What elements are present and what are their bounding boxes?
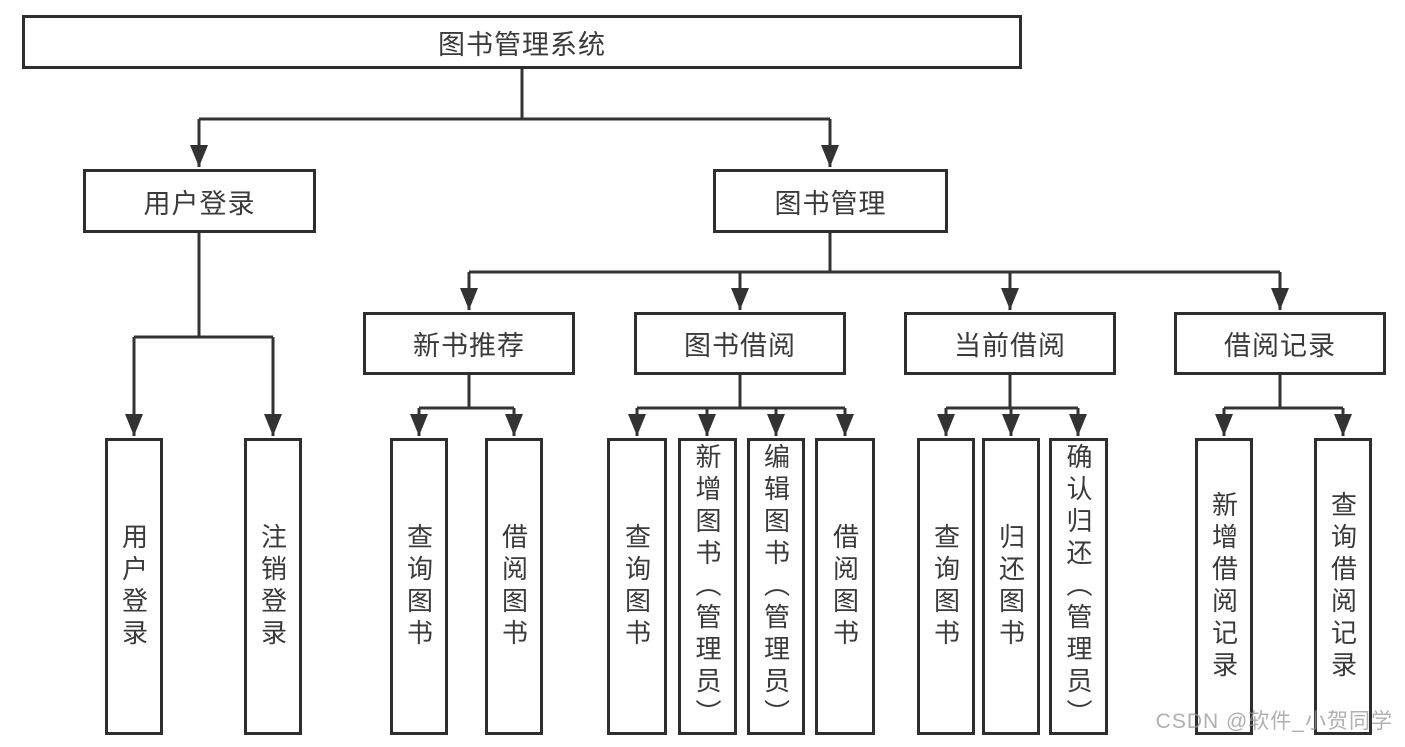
leaf-user-login: 用户登录 [105,438,163,735]
leaf-query-books-current: 查询图书 [917,438,975,735]
leaf-logout: 注销登录 [244,438,302,735]
connector-new-book-recommend [410,375,523,436]
leaf-edit-book-admin: 编辑图书（管理员） [747,438,805,735]
leaf-label: 查询图书 [930,522,961,651]
leaf-borrow-books: 借阅图书 [815,438,875,735]
node-book-borrow: 图书借阅 [634,312,846,375]
leaf-label: 借阅图书 [829,522,860,651]
leaf-label: 查询图书 [621,522,652,651]
connector-book-management [460,233,1289,310]
node-borrow-records: 借阅记录 [1174,312,1386,375]
leaf-label: 归还图书 [995,522,1026,651]
leaf-label: 确认归还（管理员） [1063,442,1093,731]
leaf-add-borrow-record: 新增借阅记录 [1195,438,1253,735]
leaf-add-book-admin: 新增图书（管理员） [678,438,737,735]
csdn-watermark: CSDN @软件_小贺同学 [1155,710,1393,733]
leaf-label: 编辑图书（管理员） [760,442,791,731]
leaf-label: 新增图书（管理员） [692,442,722,731]
leaf-label: 用户登录 [118,522,149,651]
node-new-book-recommend: 新书推荐 [363,312,575,375]
leaf-label: 新增借阅记录 [1208,490,1239,683]
connector-user-login [125,233,282,436]
node-label: 用户登录 [143,188,256,219]
connector-current-borrow [937,375,1087,436]
node-label: 图书管理 [774,188,887,219]
leaf-query-books-recommend: 查询图书 [390,438,448,735]
leaf-label: 查询借阅记录 [1327,490,1358,683]
node-book-management-branch: 图书管理 [713,169,948,233]
node-current-borrow: 当前借阅 [904,312,1116,375]
connector-borrow-records [1215,375,1352,436]
leaf-confirm-return-admin: 确认归还（管理员） [1049,438,1108,735]
node-label: 图书借阅 [684,331,796,361]
leaf-query-borrow-record: 查询借阅记录 [1314,438,1372,735]
leaf-label: 借阅图书 [498,522,529,651]
leaf-borrow-books-recommend: 借阅图书 [485,438,543,735]
leaf-return-book: 归还图书 [982,438,1040,735]
node-library-management-system: 图书管理系统 [22,15,1022,69]
node-label: 图书管理系统 [438,29,606,60]
connector-root-to-level2 [190,69,839,167]
leaf-query-books-borrow: 查询图书 [607,438,667,735]
leaf-label: 查询图书 [403,522,434,651]
node-label: 借阅记录 [1224,331,1336,361]
connector-book-borrow [628,375,854,436]
node-label: 当前借阅 [954,331,1066,361]
leaf-label: 注销登录 [257,522,288,651]
node-user-login-branch: 用户登录 [83,169,316,233]
node-label: 新书推荐 [413,331,525,361]
